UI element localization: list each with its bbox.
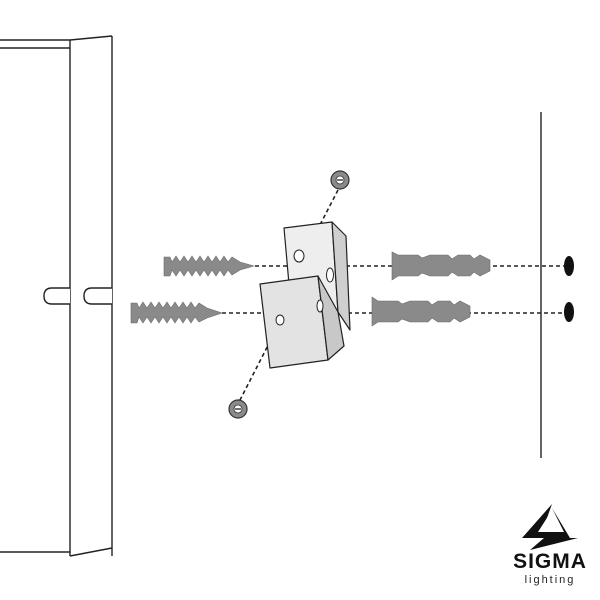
upper-wood-screw bbox=[163, 255, 256, 277]
upper-drill-hole bbox=[564, 256, 574, 276]
lower-grub-screw bbox=[228, 399, 248, 419]
lower-wood-screw bbox=[130, 301, 223, 324]
lamp-logo-icon bbox=[522, 504, 578, 550]
lower-drill-hole bbox=[564, 302, 574, 322]
brand-name: SIGMA bbox=[513, 550, 587, 573]
mounting-profile bbox=[0, 35, 113, 557]
upper-wall-plug bbox=[391, 251, 491, 281]
brand-logo: SIGMA lighting bbox=[500, 498, 600, 594]
l-bracket bbox=[259, 221, 351, 369]
upper-grub-screw bbox=[330, 170, 350, 190]
lower-wall-plug bbox=[371, 296, 471, 327]
brand-tagline: lighting bbox=[524, 574, 576, 586]
